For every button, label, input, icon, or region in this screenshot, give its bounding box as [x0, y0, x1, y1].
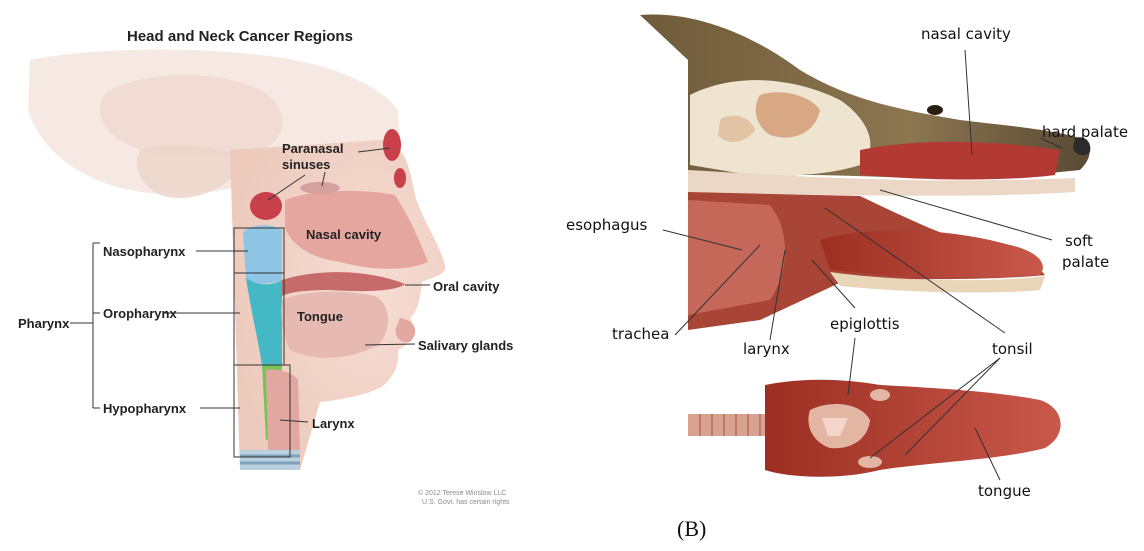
label-salivary-glands: Salivary glands	[418, 338, 513, 353]
label-paranasal-sinuses-line2: sinuses	[282, 157, 330, 172]
label-hard-palate: hard palate	[1042, 123, 1128, 141]
human-head-illustration	[28, 50, 445, 470]
label-esophagus: esophagus	[566, 216, 647, 234]
label-tonsil: tonsil	[992, 340, 1033, 358]
dissected-tongue-illustration	[688, 380, 1061, 477]
credit-line1: © 2012 Terese Winslow LLC	[418, 489, 506, 498]
label-oral-cavity: Oral cavity	[433, 279, 500, 294]
label-tongue-b: tongue	[978, 482, 1031, 500]
label-nasal-cavity: Nasal cavity	[306, 227, 381, 242]
label-tongue: Tongue	[297, 309, 343, 324]
dog-head-illustration	[640, 14, 1090, 330]
label-larynx-b: larynx	[743, 340, 790, 358]
credit-line2: U.S. Govt. has certain rights	[422, 498, 510, 507]
label-pharynx: Pharynx	[18, 316, 69, 331]
label-larynx-a: Larynx	[312, 416, 355, 431]
panel-a-title: Head and Neck Cancer Regions	[127, 28, 353, 45]
label-oropharynx: Oropharynx	[103, 306, 177, 321]
label-nasopharynx: Nasopharynx	[103, 244, 185, 259]
panel-b-caption: (B)	[677, 516, 706, 542]
label-soft-palate-line1: soft	[1065, 232, 1093, 250]
label-hypopharynx: Hypopharynx	[103, 401, 186, 416]
label-paranasal-sinuses-line1: Paranasal	[282, 141, 343, 156]
label-nasal-cavity-b: nasal cavity	[921, 25, 1011, 43]
label-trachea: trachea	[612, 325, 669, 343]
label-soft-palate-line2: palate	[1062, 253, 1109, 271]
label-epiglottis: epiglottis	[830, 315, 900, 333]
